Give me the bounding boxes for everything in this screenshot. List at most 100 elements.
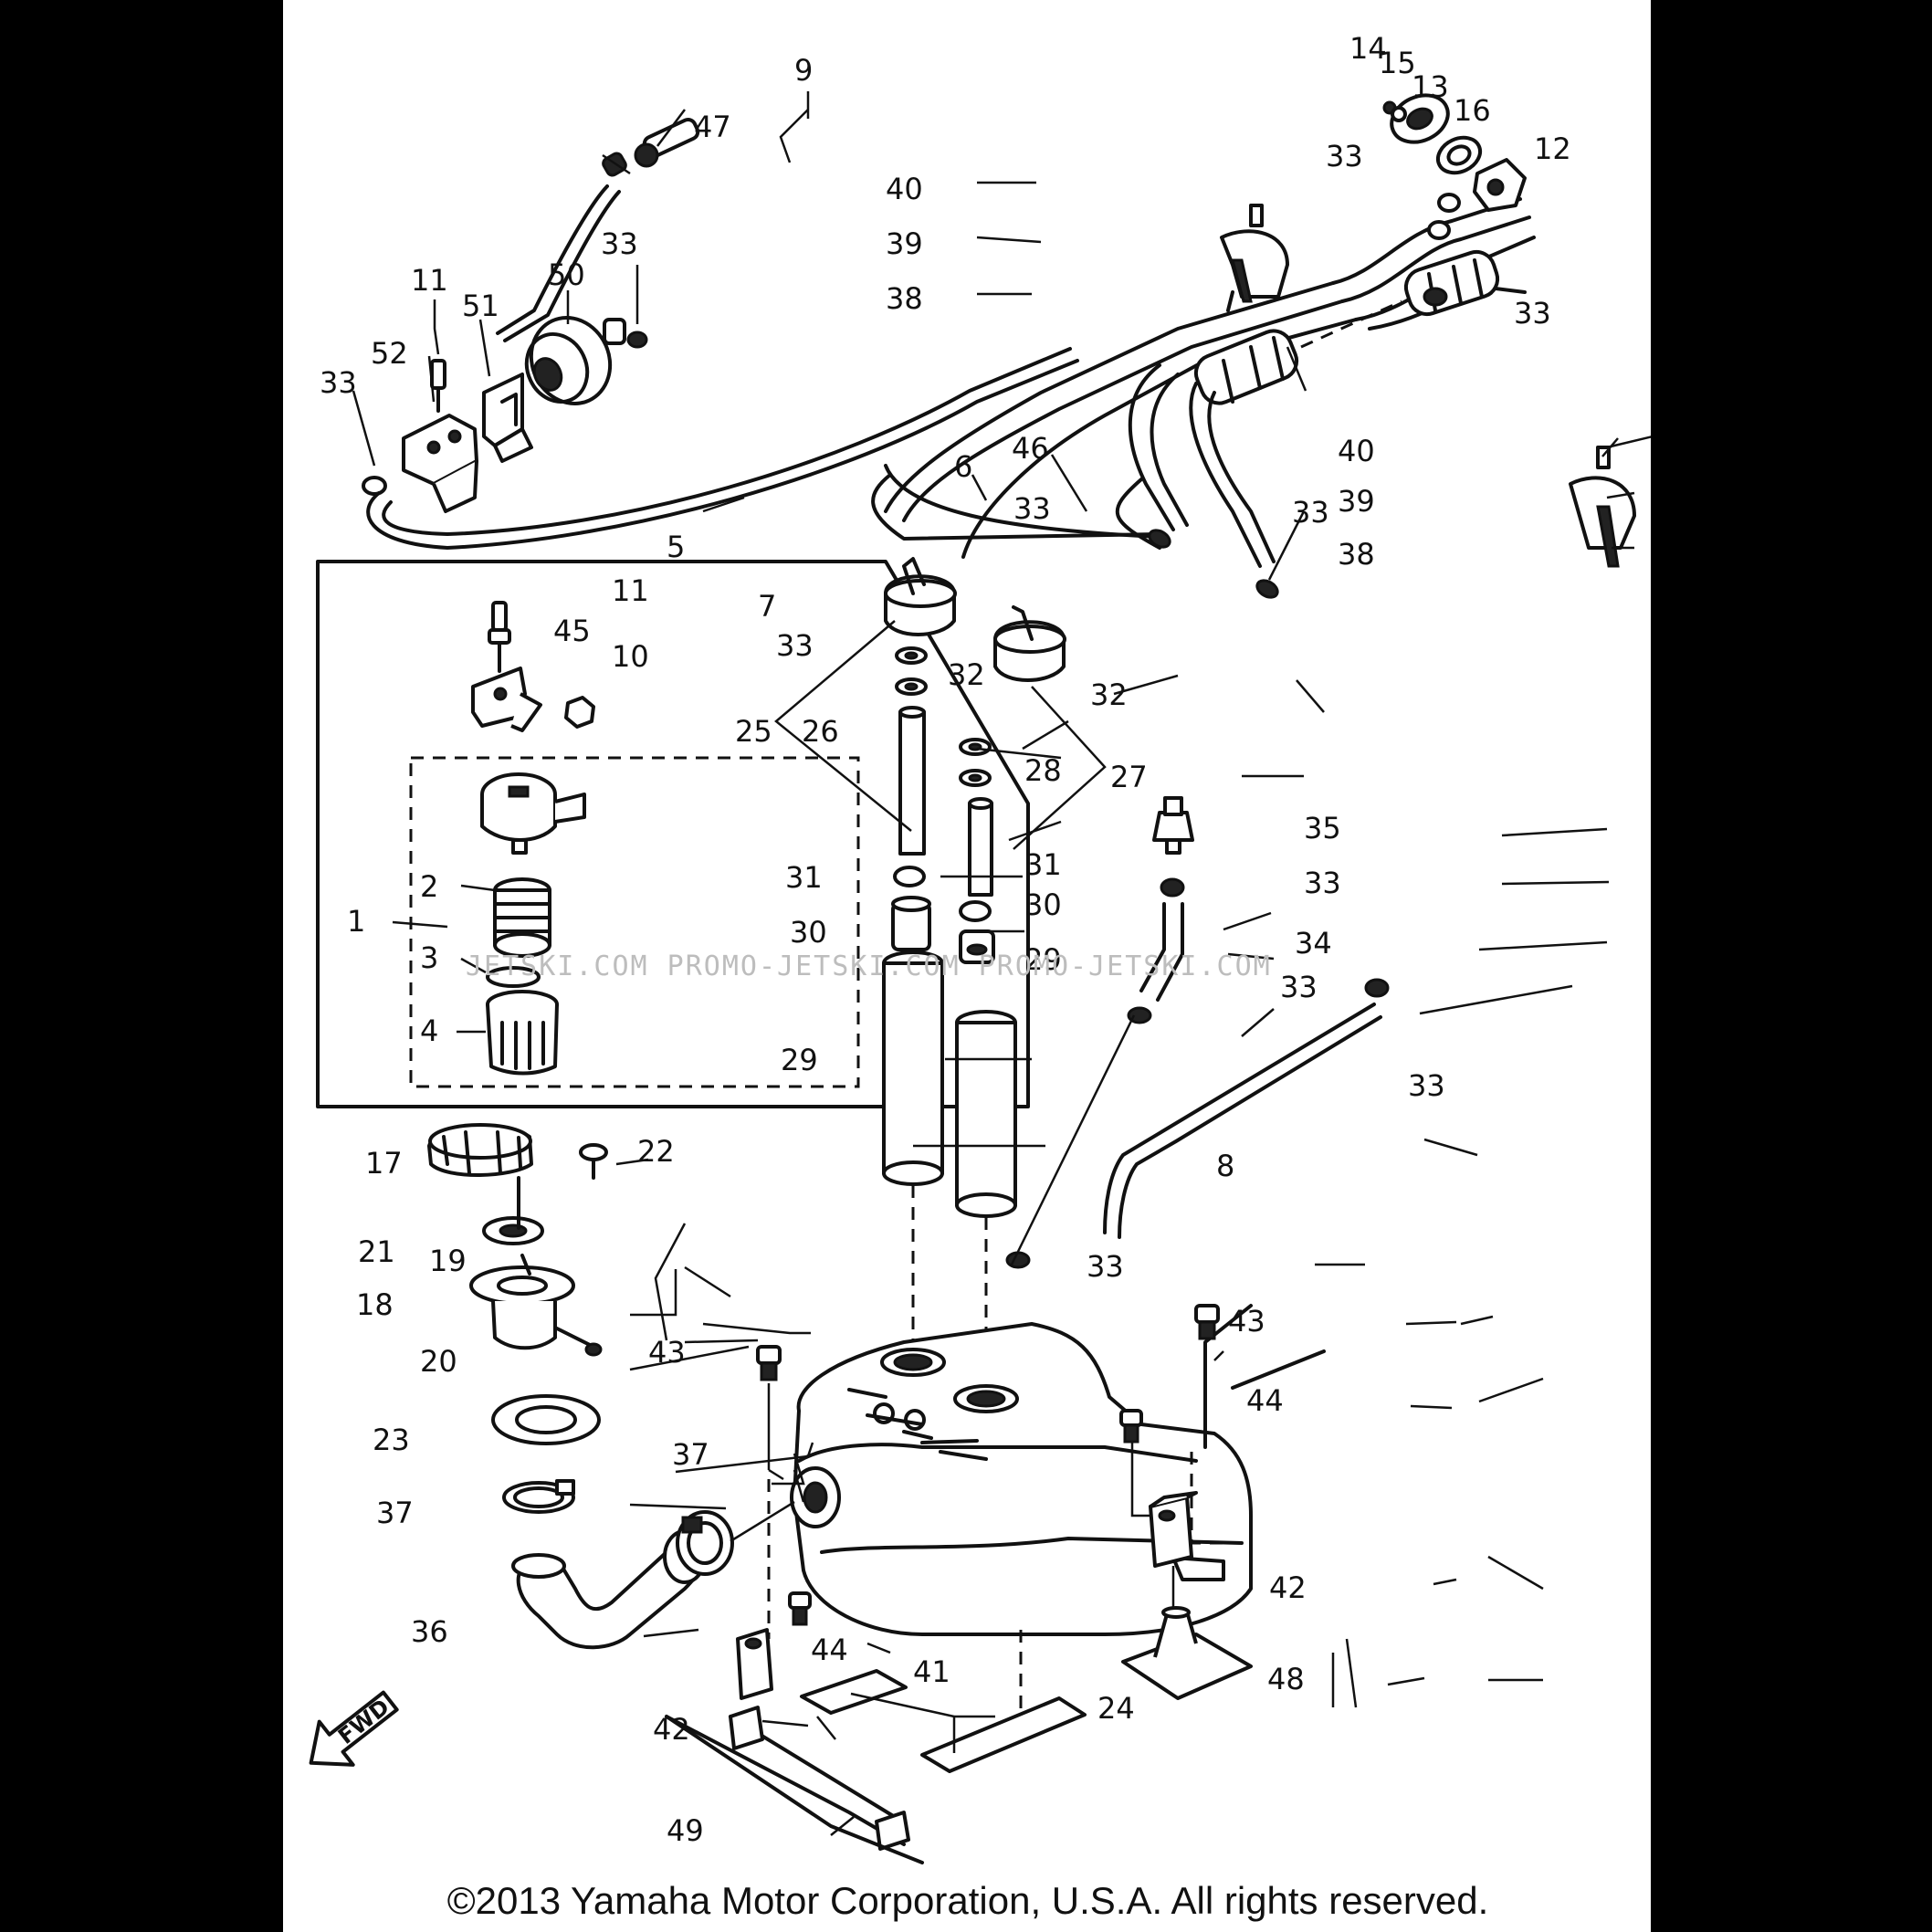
bolt-44-right (1119, 1409, 1143, 1444)
callout-15: 15 (1379, 46, 1416, 80)
callout-37-left: 37 (376, 1496, 414, 1530)
callout-33-g: 33 (1292, 495, 1329, 530)
callout-32-a: 32 (948, 657, 985, 692)
clip-33-34 (1127, 1006, 1152, 1024)
clip-33-hose7 (1148, 529, 1171, 549)
callout-33-i: 33 (1280, 970, 1318, 1004)
hose-7 (871, 464, 1161, 550)
callout-24: 24 (1097, 1691, 1135, 1726)
screw-11-top (430, 359, 446, 413)
callout-3: 3 (420, 940, 438, 975)
callout-37-tank: 37 (672, 1437, 709, 1472)
cap-13 (1390, 93, 1450, 144)
callout-7: 7 (758, 589, 776, 624)
gasket-23 (491, 1394, 601, 1445)
diagram-sheet: FWD (283, 0, 1651, 1932)
callout-11-inset: 11 (612, 573, 649, 608)
callout-31-b: 31 (1024, 847, 1062, 882)
tube-29-left (882, 950, 944, 1186)
callout-33-a: 33 (601, 226, 638, 261)
bracket-49 (665, 1706, 924, 1864)
fitting-9 (634, 117, 700, 168)
callout-33-f: 33 (1514, 296, 1551, 331)
grommets-28 (959, 738, 992, 787)
o-ring-3 (486, 966, 541, 988)
mount-48 (1121, 1606, 1253, 1700)
hose-6-7-pair (1128, 363, 1276, 568)
filter-50 (524, 316, 626, 405)
sleeve-46b (1403, 249, 1500, 317)
screw-20 (555, 1327, 603, 1357)
callout-20: 20 (420, 1344, 457, 1379)
tube-29-right (955, 1010, 1017, 1218)
callout-33-d: 33 (776, 628, 814, 663)
nut-10 (564, 696, 595, 729)
vent-32-left (884, 557, 957, 636)
callout-50: 50 (548, 257, 585, 292)
callout-30-b: 30 (1024, 887, 1062, 922)
tether-19 (517, 1176, 531, 1276)
clip-33-topleft (626, 331, 648, 349)
callout-46: 46 (1012, 431, 1049, 466)
bowl-4 (486, 990, 559, 1076)
leader-lines (352, 91, 1651, 1836)
callout-4: 4 (420, 1013, 438, 1048)
callout-18: 18 (356, 1287, 394, 1322)
hose-bundle-46 (884, 197, 1536, 559)
fwd-arrow: FWD (309, 1690, 399, 1767)
callout-33-e: 33 (1326, 139, 1363, 173)
callout-34: 34 (1295, 926, 1332, 961)
clip-33-35 (1160, 877, 1185, 898)
callout-21: 21 (358, 1234, 395, 1269)
clamp-37-tank (676, 1510, 734, 1576)
callout-19: 19 (429, 1244, 467, 1278)
callout-52: 52 (371, 336, 408, 371)
mount-42-right (1149, 1491, 1198, 1568)
inset-panel (316, 560, 1030, 1108)
callout-42-left: 42 (653, 1712, 690, 1747)
callout-33-c: 33 (1013, 491, 1051, 526)
callout-1: 1 (347, 904, 365, 939)
clip-33-lower (1005, 1251, 1031, 1269)
mount-42-left (736, 1628, 773, 1700)
watermark: JETSKI.COM PROMO-JETSKI.COM PROMO-JETSKI… (466, 950, 1272, 982)
pipe-25 (898, 706, 926, 856)
washer-15 (1391, 106, 1407, 122)
grommets-26 (895, 646, 928, 696)
callout-11-top: 11 (411, 263, 448, 298)
callout-43-left: 43 (648, 1335, 686, 1370)
washer-31-left (893, 866, 926, 887)
callout-25: 25 (735, 714, 772, 749)
pad-41-a (800, 1669, 908, 1715)
leader-33-diag (1010, 1014, 1136, 1265)
callout-32-b: 32 (1090, 677, 1128, 712)
callout-26: 26 (802, 714, 839, 749)
bracket-45 (471, 667, 542, 732)
clip-33-8 (1364, 978, 1390, 998)
callout-22: 22 (637, 1134, 675, 1169)
screw-11-inset (488, 601, 511, 673)
callout-16: 16 (1454, 93, 1491, 128)
callout-48: 48 (1267, 1662, 1305, 1696)
callout-47: 47 (694, 110, 731, 144)
callout-33-h: 33 (1304, 866, 1341, 900)
callout-29-a: 29 (781, 1043, 818, 1077)
callout-14: 14 (1349, 31, 1387, 66)
callout-40-top: 40 (886, 172, 923, 206)
leader-37-tank (730, 1500, 795, 1543)
callout-35: 35 (1304, 811, 1341, 845)
callout-2: 2 (420, 869, 438, 904)
bolt-44-left (788, 1591, 812, 1626)
callout-38-top: 38 (886, 281, 923, 316)
callout-41: 41 (913, 1654, 950, 1689)
callout-numbers: 9 47 40 39 38 33 50 51 11 52 33 5 6 7 46… (320, 31, 1571, 1848)
callout-49: 49 (667, 1813, 704, 1848)
callout-39-right: 39 (1338, 484, 1375, 519)
callout-30-a: 30 (790, 915, 827, 950)
bracket-lines-25-27 (774, 620, 1107, 850)
callout-5: 5 (667, 530, 685, 564)
leader-41 (850, 1692, 995, 1753)
bracket-39-top (1220, 204, 1289, 312)
cap-17 (427, 1123, 533, 1177)
washer-31-right (959, 900, 992, 922)
